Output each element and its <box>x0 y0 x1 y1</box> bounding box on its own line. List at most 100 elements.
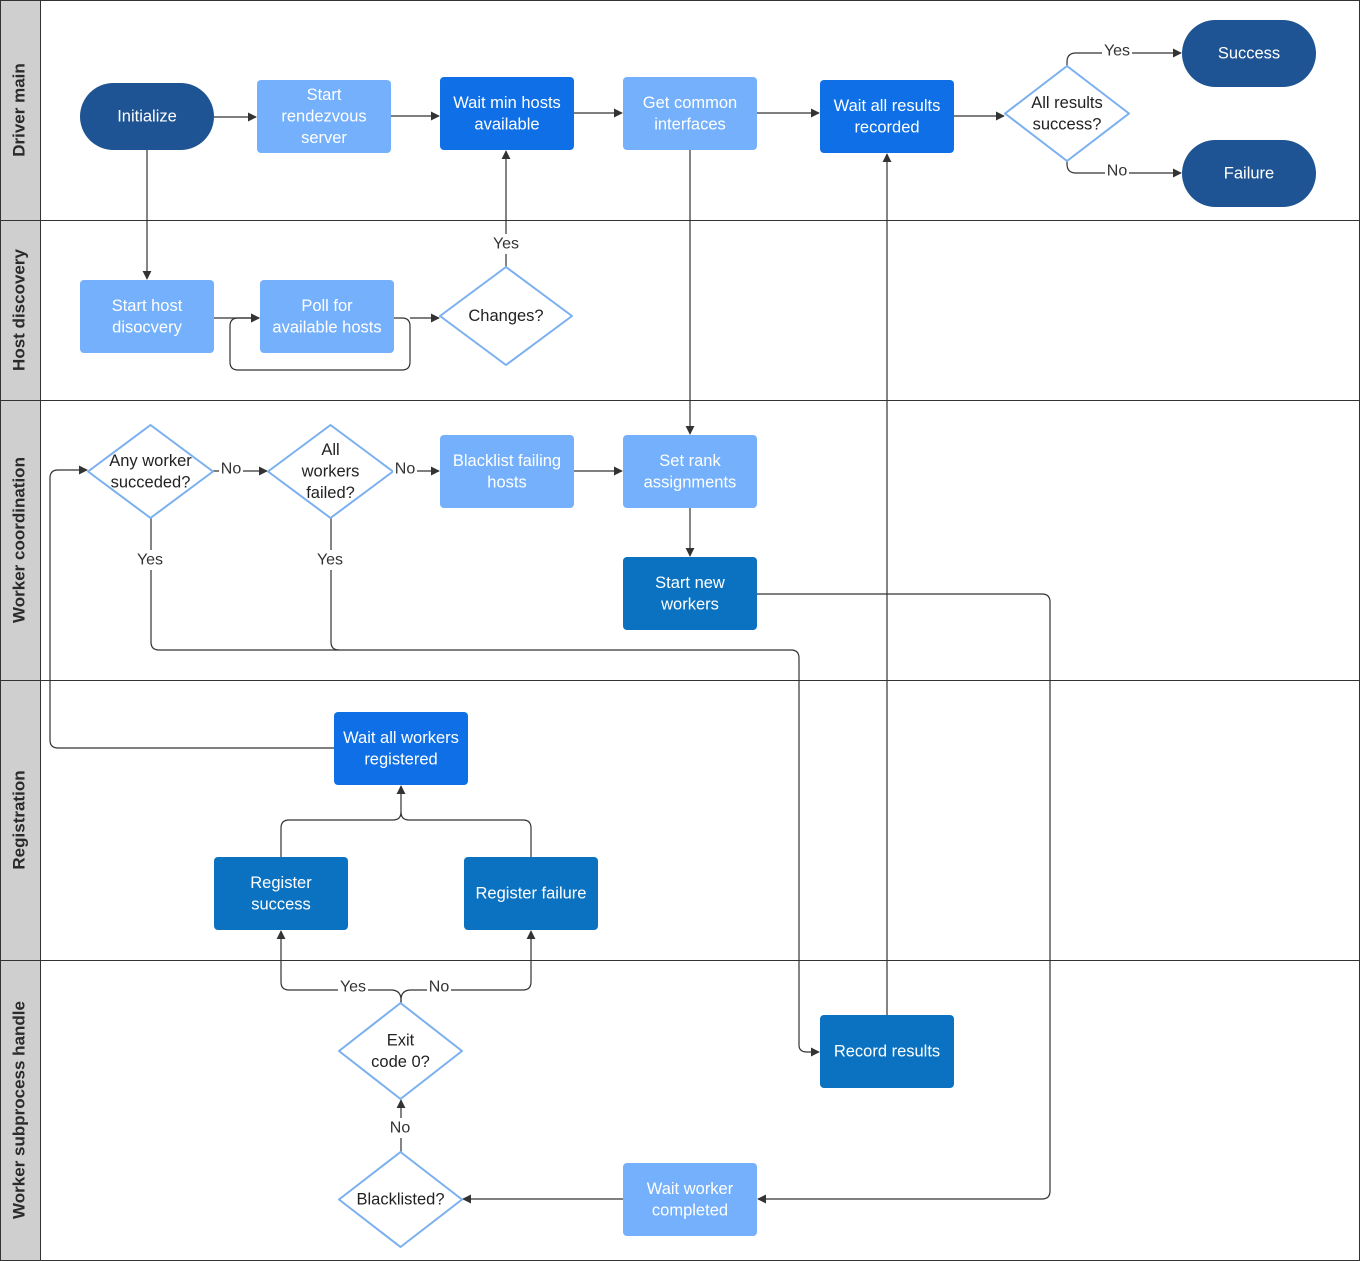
edge-label-text: Yes <box>493 236 519 253</box>
node-label-line: Set rank <box>659 452 721 470</box>
process-box <box>623 1163 757 1236</box>
node-all-results-success: All results success? <box>1004 65 1130 162</box>
process-box <box>214 857 348 930</box>
connector-reg-success-to-registered <box>280 785 406 857</box>
node-label-line: registered <box>364 750 437 768</box>
node-label-line: code 0? <box>371 1053 430 1071</box>
node-label-line: succeded? <box>111 473 191 491</box>
edge-label-no: No <box>388 1118 412 1138</box>
node-poll-hosts: Poll for available hosts <box>260 280 394 353</box>
process-box <box>440 77 574 150</box>
edge-label-yes: Yes <box>315 550 345 570</box>
node-label-line: Record results <box>834 1043 940 1061</box>
decision-diamond <box>267 424 394 519</box>
node-label-line: success <box>251 895 311 913</box>
connector-registered-to-any <box>49 465 334 749</box>
edge-label-text: No <box>390 1120 411 1137</box>
edge-label-background <box>315 550 345 570</box>
node-label-line: Start new <box>655 574 725 592</box>
node-label-line: workers <box>660 595 719 613</box>
edge-label-text: Yes <box>137 552 163 569</box>
process-box <box>257 80 391 153</box>
process-box <box>623 435 757 508</box>
node-blacklisted: Blacklisted? <box>338 1151 463 1248</box>
node-label-line: disocvery <box>112 318 182 336</box>
edge-label-background <box>1102 41 1132 61</box>
decision-diamond <box>338 1002 463 1100</box>
process-box <box>623 77 757 150</box>
process-box <box>623 557 757 630</box>
lane-header <box>0 680 41 961</box>
node-label-line: failed? <box>306 484 355 502</box>
node-label-line: Wait all workers <box>343 729 459 747</box>
node-label-line: Poll for <box>301 297 353 315</box>
decision-diamond <box>87 424 214 519</box>
node-label-line: server <box>301 129 347 147</box>
node-start-new-workers: Start new workers <box>623 557 757 630</box>
lane-body <box>0 680 1360 961</box>
node-label-line: Blacklisted? <box>356 1191 444 1209</box>
edge-label-text: Yes <box>340 979 366 996</box>
edge-label-yes: Yes <box>338 977 368 997</box>
node-label-line: rendezvous <box>281 108 366 126</box>
node-label-line: Register <box>250 874 312 892</box>
node-exit-code-0: Exit code 0? <box>338 1002 463 1100</box>
edge-label-background <box>427 977 451 997</box>
process-box <box>260 280 394 353</box>
edge-label-text: No <box>429 979 450 996</box>
process-box <box>80 280 214 353</box>
node-set-rank: Set rank assignments <box>623 435 757 508</box>
node-label-line: available <box>474 115 539 133</box>
edge-label-background <box>338 977 368 997</box>
edge-label-no: No <box>427 977 451 997</box>
node-label-line: Start <box>307 86 342 104</box>
edge-label-no: No <box>393 459 417 479</box>
node-label-line: success? <box>1033 115 1102 133</box>
connector-decision-to-failure <box>1066 161 1182 178</box>
lane-registration: Registration <box>0 680 1360 961</box>
edge-label-background <box>388 1118 412 1138</box>
node-failure: Failure <box>1182 140 1316 207</box>
lane-body <box>0 220 1360 401</box>
node-label-line: Register failure <box>476 885 587 903</box>
node-label-line: Exit <box>387 1031 415 1049</box>
lane-title: Worker subprocess handle <box>10 1001 29 1219</box>
lane-title: Driver main <box>10 63 29 157</box>
node-start-rendezvous: Start rendezvous server <box>257 80 391 153</box>
edge-label-yes: Yes <box>135 550 165 570</box>
node-label-line: Initialize <box>117 108 177 126</box>
node-label-line: interfaces <box>654 115 726 133</box>
edge-label-background <box>1105 161 1129 181</box>
edge-label-background <box>135 550 165 570</box>
edge-label-no: No <box>219 459 243 479</box>
lane-header <box>0 0 41 221</box>
process-box <box>820 1015 954 1088</box>
node-register-failure: Register failure <box>464 857 598 930</box>
terminal-shape <box>80 83 214 150</box>
node-label-line: assignments <box>644 473 737 491</box>
edge-label-background <box>393 459 417 479</box>
node-label-line: Changes? <box>468 307 543 325</box>
node-label-line: hosts <box>487 473 526 491</box>
node-label-line: All results <box>1031 94 1103 112</box>
node-label-line: Failure <box>1224 165 1274 183</box>
edge-label-background <box>219 459 243 479</box>
decision-diamond <box>338 1151 463 1248</box>
node-label-line: Start host <box>112 297 183 315</box>
decision-diamond <box>1004 65 1130 162</box>
terminal-shape <box>1182 140 1316 207</box>
connector-any-yes-to-record <box>150 518 820 1057</box>
node-register-success: Register success <box>214 857 348 930</box>
lane-header <box>0 400 41 681</box>
node-label-line: All <box>321 441 339 459</box>
node-label-line: available hosts <box>272 318 381 336</box>
edge-label-text: No <box>1107 163 1128 180</box>
